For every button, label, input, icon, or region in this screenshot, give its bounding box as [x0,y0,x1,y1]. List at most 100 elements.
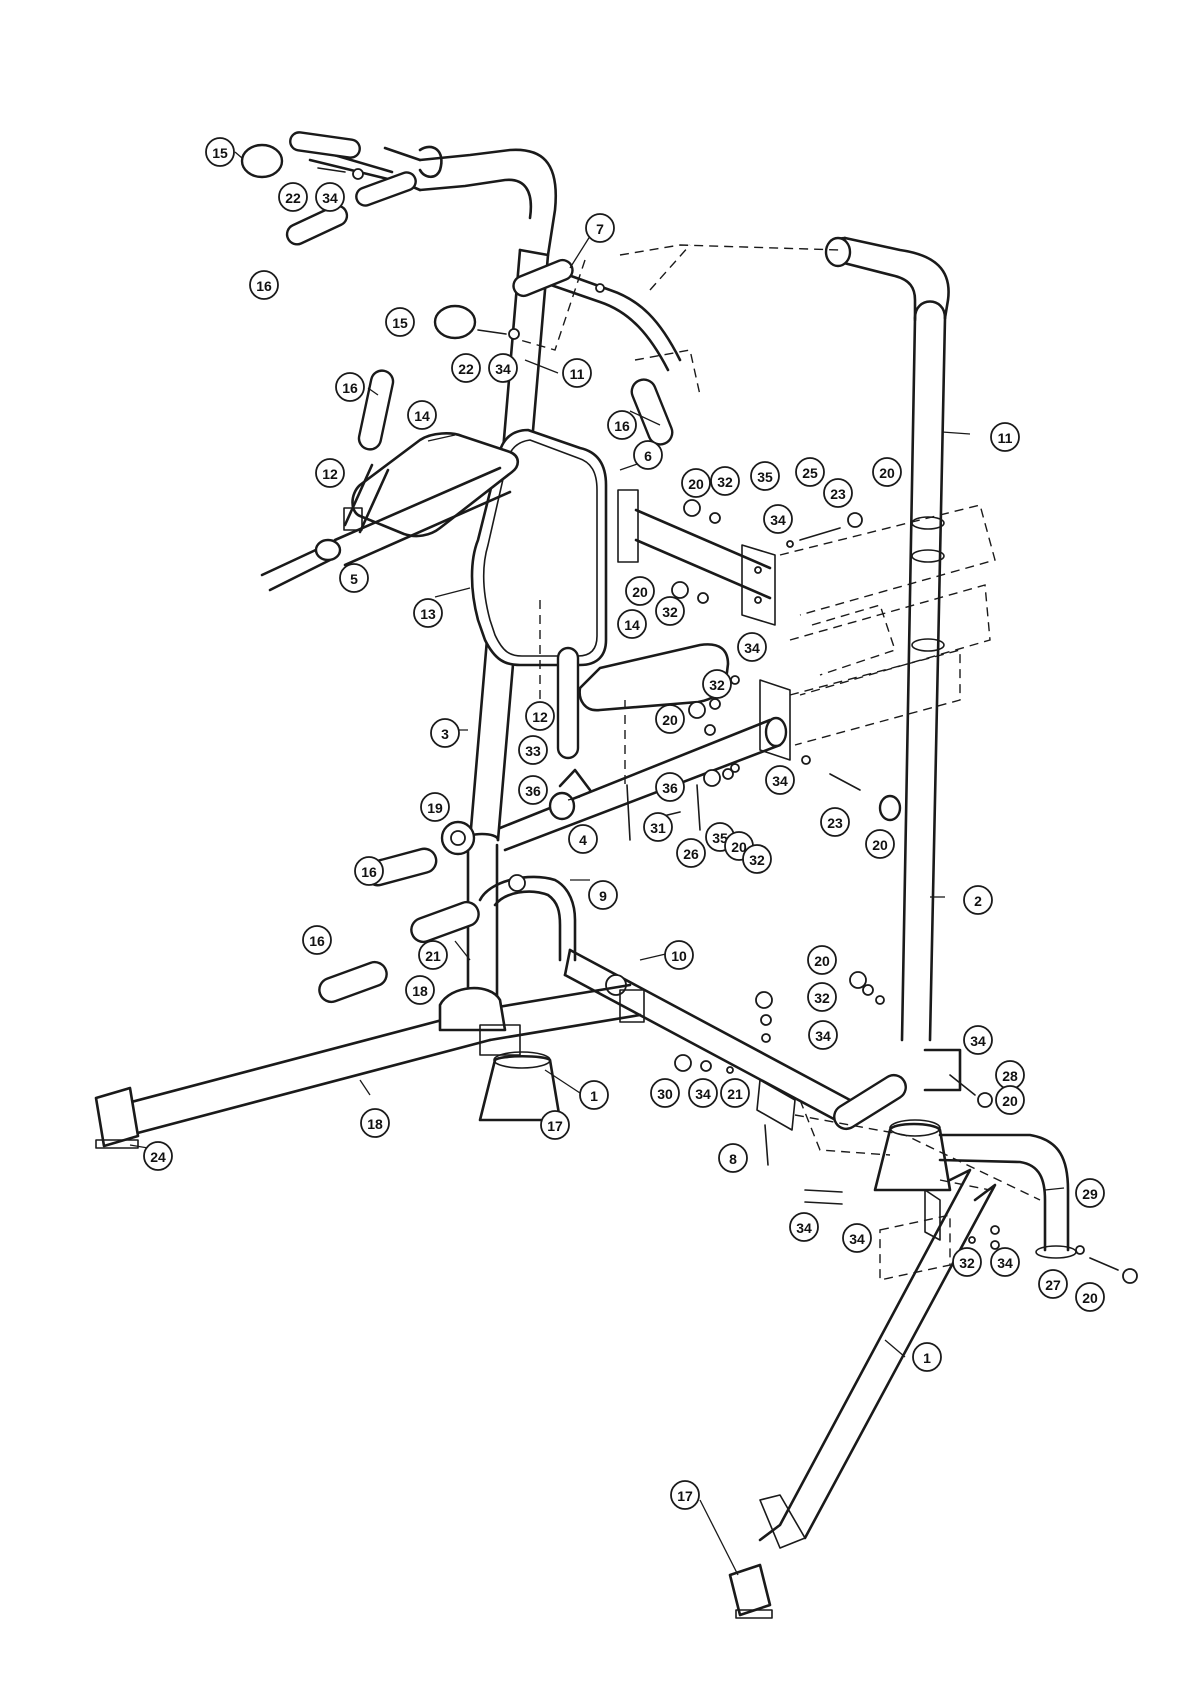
part-callout-9: 9 [589,881,617,909]
callout-number: 34 [796,1220,812,1236]
part-callout-21: 21 [721,1079,749,1107]
part-callout-8: 8 [719,1144,747,1172]
callout-number: 8 [729,1151,737,1167]
callout-number: 32 [709,677,725,693]
part-callouts: 1522341671522341116161412513620323525232… [144,138,1104,1509]
part-callout-20: 20 [682,469,710,497]
part-callout-34: 34 [316,183,344,211]
part-callout-18: 18 [361,1109,389,1137]
callout-number: 1 [923,1350,931,1366]
part-callout-32: 32 [703,670,731,698]
part-callout-32: 32 [953,1248,981,1276]
callout-number: 21 [425,948,441,964]
part-callout-34: 34 [489,354,517,382]
callout-number: 23 [830,486,846,502]
part-callout-36: 36 [656,773,684,801]
callout-number: 21 [727,1086,743,1102]
callout-number: 20 [632,584,648,600]
callout-number: 22 [458,361,474,377]
part-callout-32: 32 [808,983,836,1011]
part-callout-34: 34 [738,633,766,661]
callout-number: 32 [814,990,830,1006]
part-callout-7: 7 [586,214,614,242]
callout-number: 20 [814,953,830,969]
callout-number: 25 [802,465,818,481]
part-callout-20: 20 [873,458,901,486]
callout-number: 34 [997,1255,1013,1271]
part-callout-34: 34 [964,1026,992,1054]
right-upright [620,238,949,1040]
part-callout-6: 6 [634,441,662,469]
part-callout-32: 32 [656,597,684,625]
part-callout-20: 20 [996,1086,1024,1114]
callout-number: 34 [849,1231,865,1247]
callout-number: 34 [495,361,511,377]
lower-handles [316,822,575,1005]
callout-number: 1 [590,1088,598,1104]
callout-number: 19 [427,800,443,816]
part-callout-3: 3 [431,719,459,747]
part-callout-29: 29 [1076,1179,1104,1207]
callout-number: 32 [662,604,678,620]
part-callout-34: 34 [766,766,794,794]
part-callout-16: 16 [608,411,636,439]
callout-number: 20 [662,712,678,728]
part-callout-18: 18 [406,976,434,1004]
callout-number: 12 [532,709,548,725]
callout-number: 15 [392,315,408,331]
part-callout-30: 30 [651,1079,679,1107]
callout-number: 32 [717,474,733,490]
callout-number: 16 [309,933,325,949]
part-callout-17: 17 [671,1481,699,1509]
part-callout-2: 2 [964,886,992,914]
part-callout-32: 32 [711,467,739,495]
part-callout-22: 22 [279,183,307,211]
callout-number: 30 [657,1086,673,1102]
callout-number: 2 [974,893,982,909]
part-callout-16: 16 [355,857,383,885]
part-callout-11: 11 [991,423,1019,451]
part-callout-34: 34 [843,1224,871,1252]
part-callout-16: 16 [336,373,364,401]
callout-number: 22 [285,190,301,206]
callout-number: 23 [827,815,843,831]
callout-number: 34 [322,190,338,206]
callout-number: 24 [150,1149,166,1165]
part-callout-19: 19 [421,793,449,821]
part-callout-13: 13 [414,599,442,627]
callout-number: 10 [671,948,687,964]
callout-number: 16 [614,418,630,434]
part-callout-32: 32 [743,845,771,873]
callout-number: 20 [872,837,888,853]
callout-number: 32 [749,852,765,868]
part-callout-34: 34 [790,1213,818,1241]
part-callout-26: 26 [677,839,705,867]
part-callout-20: 20 [656,705,684,733]
part-callout-24: 24 [144,1142,172,1170]
part-callout-1: 1 [913,1343,941,1371]
callout-number: 28 [1002,1068,1018,1084]
part-callout-36: 36 [519,776,547,804]
part-callout-12: 12 [316,459,344,487]
part-callout-20: 20 [1076,1283,1104,1311]
part-callout-1: 1 [580,1081,608,1109]
part-callout-23: 23 [821,808,849,836]
part-callout-16: 16 [250,271,278,299]
part-callout-33: 33 [519,736,547,764]
callout-number: 9 [599,888,607,904]
callout-number: 34 [772,773,788,789]
part-callout-14: 14 [408,401,436,429]
callout-number: 3 [441,726,449,742]
callout-number: 36 [662,780,678,796]
part-callout-15: 15 [386,308,414,336]
callout-number: 16 [342,380,358,396]
callout-number: 14 [624,617,640,633]
callout-number: 16 [256,278,272,294]
callout-number: 34 [815,1028,831,1044]
callout-number: 12 [322,466,338,482]
part-callout-12: 12 [526,702,554,730]
callout-number: 32 [959,1255,975,1271]
part-callout-34: 34 [764,505,792,533]
callout-number: 34 [695,1086,711,1102]
